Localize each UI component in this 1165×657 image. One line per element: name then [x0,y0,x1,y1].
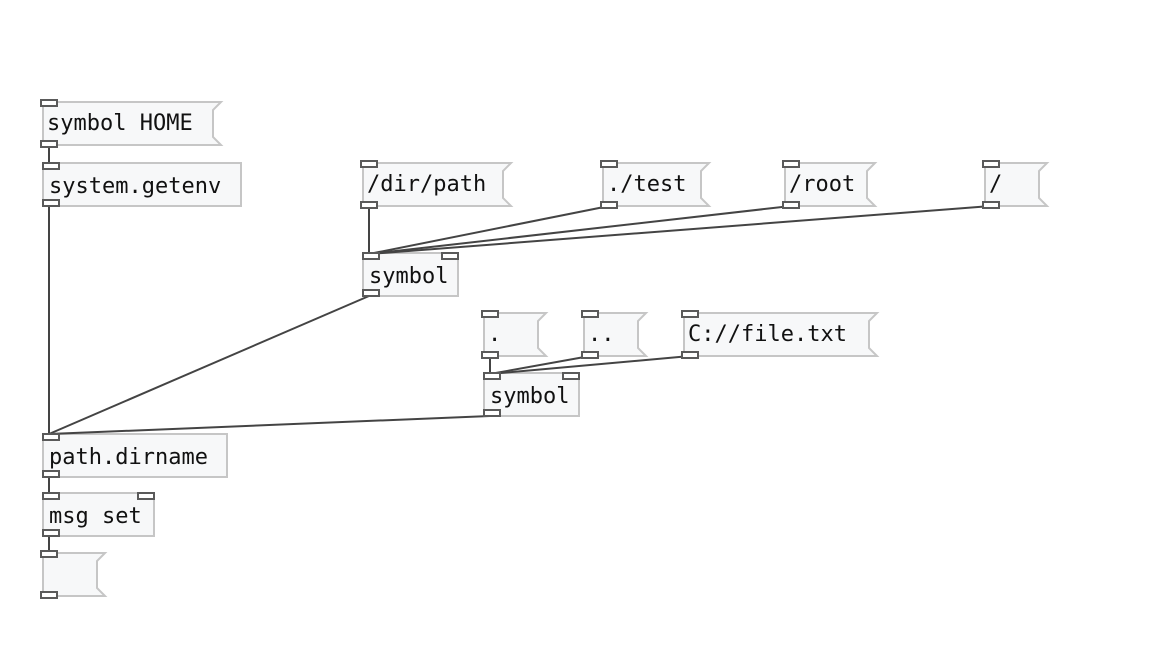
message-label: C://file.txt [688,322,847,347]
object-label: system.getenv [49,174,222,199]
message-label: .. [588,322,615,347]
outlet[interactable] [982,201,1000,209]
message-box[interactable]: ./test [600,160,712,209]
object-label: path.dirname [49,445,208,470]
message-label: . [488,322,502,347]
object-label: symbol [490,384,570,409]
message-label: /dir/path [367,172,487,197]
message-box[interactable]: /root [782,160,878,209]
message-box[interactable]: /dir/path [360,160,514,209]
message-box[interactable]: / [982,160,1050,209]
inlet[interactable] [982,160,1000,168]
message-label: symbol HOME [47,111,193,136]
inlet[interactable] [42,162,60,170]
cord-cfile-to-symbol2 [489,355,691,375]
outlet[interactable] [483,409,501,417]
outlet[interactable] [600,201,618,209]
object-box[interactable]: path.dirname [42,433,228,478]
inlet[interactable] [42,492,60,500]
object-box[interactable]: system.getenv [42,162,242,207]
cord-test-to-symbol1 [368,205,610,255]
inlet[interactable] [600,160,618,168]
message-box[interactable]: C://file.txt [681,310,880,359]
inlet[interactable] [137,492,155,500]
message-box[interactable]: .. [581,310,649,359]
outlet[interactable] [42,529,60,537]
outlet[interactable] [40,591,58,599]
inlet[interactable] [483,372,501,380]
message-label: /root [789,172,856,197]
object-box[interactable]: symbol [483,372,580,417]
inlet[interactable] [360,160,378,168]
outlet[interactable] [581,351,599,359]
inlet[interactable] [681,310,699,318]
inlet[interactable] [362,252,380,260]
inlet[interactable] [441,252,459,260]
inlet[interactable] [481,310,499,318]
object-label: symbol [369,264,449,289]
message-label: ./test [607,172,687,197]
outlet[interactable] [42,470,60,478]
outlet[interactable] [40,140,58,148]
inlet[interactable] [562,372,580,380]
outlet[interactable] [782,201,800,209]
inlet[interactable] [42,433,60,441]
inlet[interactable] [782,160,800,168]
cord-slash-to-symbol1 [368,205,992,255]
message-box[interactable] [40,550,108,599]
cord-symbol1-to-dirname [48,295,370,435]
object-box[interactable]: symbol [362,252,459,297]
object-box[interactable]: msg set [42,492,155,537]
message-box[interactable]: . [481,310,549,359]
message-label: / [989,172,1003,197]
object-label: msg set [49,504,142,529]
inlet[interactable] [40,99,58,107]
inlet[interactable] [40,550,58,558]
inlet[interactable] [581,310,599,318]
outlet[interactable] [681,351,699,359]
message-box[interactable]: symbol HOME [40,99,224,148]
outlet[interactable] [362,289,380,297]
cord-root-to-symbol1 [368,205,792,255]
outlet[interactable] [481,351,499,359]
cord-symbol2-to-dirname [48,415,491,435]
cord-dotdot-to-symbol2 [489,355,591,375]
outlet[interactable] [360,201,378,209]
outlet[interactable] [42,199,60,207]
